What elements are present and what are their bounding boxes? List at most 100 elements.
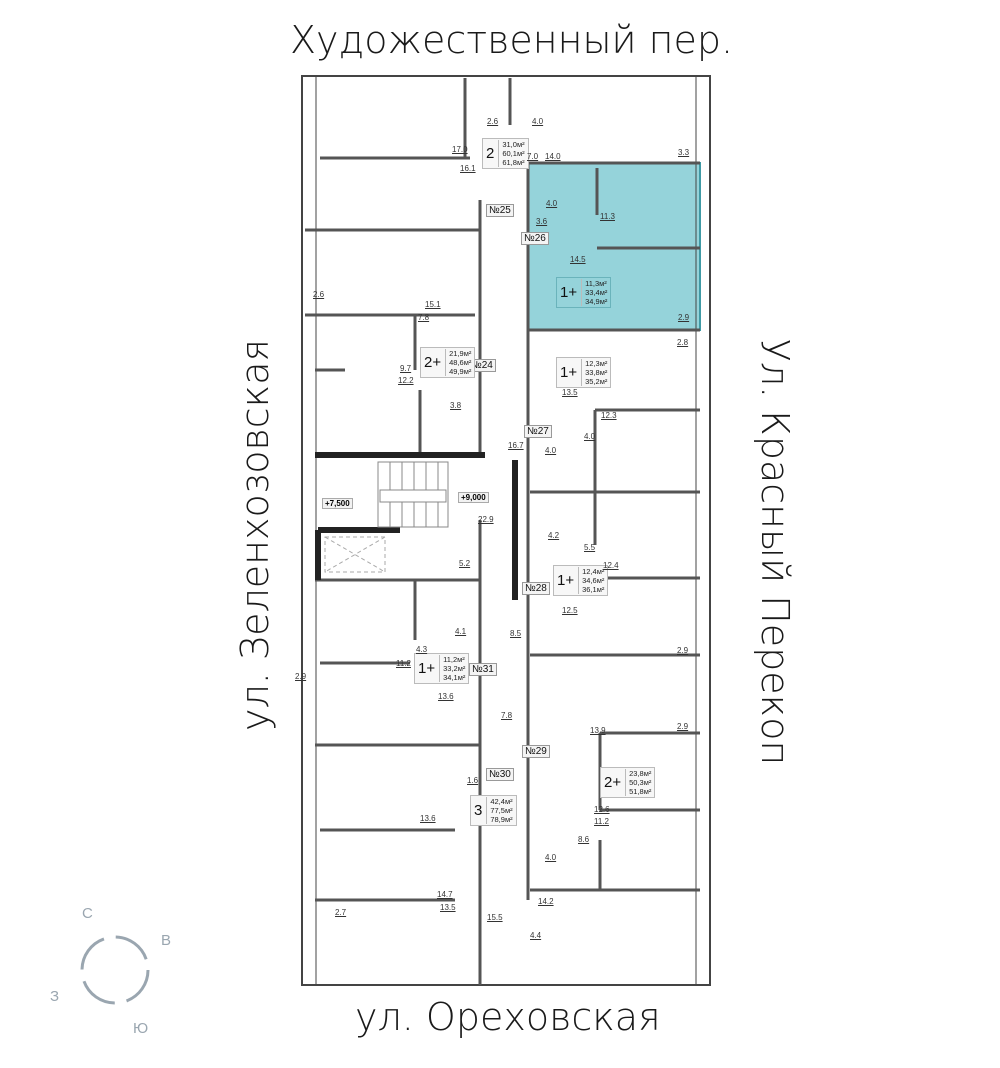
room-size: 13.5 xyxy=(562,388,578,397)
room-size: 7.8 xyxy=(501,711,513,720)
living-area: 12,3м² xyxy=(585,359,608,368)
room-count: 2 xyxy=(486,145,495,162)
total-area: 33,2м² xyxy=(443,664,466,673)
room-size: 2.9 xyxy=(677,722,689,731)
room-size: 2.7 xyxy=(335,908,347,917)
room-size: 2.8 xyxy=(677,338,689,347)
compass-west: З xyxy=(50,988,60,1005)
room-size: 4.0 xyxy=(545,853,557,862)
room-size: 4.4 xyxy=(530,931,542,940)
room-size: 7.8 xyxy=(418,313,430,322)
living-area: 42,4м² xyxy=(490,797,513,806)
room-size: 11.3 xyxy=(600,212,615,221)
room-count: 2+ xyxy=(604,774,622,791)
living-area: 23,8м² xyxy=(629,769,652,778)
living-area: 11,2м² xyxy=(443,655,465,664)
room-size: 16.7 xyxy=(508,441,524,450)
room-size: 8.5 xyxy=(510,629,522,638)
apartment-number: №27 xyxy=(524,425,552,438)
room-size: 12.2 xyxy=(398,376,414,385)
total-area: 50,3м² xyxy=(629,778,652,787)
total-area: 77,5м² xyxy=(490,806,513,815)
level-mark: +9,000 xyxy=(458,492,489,503)
room-size: 12.3 xyxy=(601,411,617,420)
room-size: 13.5 xyxy=(440,903,456,912)
total-area-balcony: 51,8м² xyxy=(629,787,652,796)
room-count: 3 xyxy=(474,802,483,819)
total-area-balcony: 78,9м² xyxy=(490,815,513,824)
elevator-shaft xyxy=(324,536,386,573)
room-size: 5.5 xyxy=(584,543,596,552)
room-size: 12.6 xyxy=(594,805,610,814)
room-size: 11.2 xyxy=(594,817,609,826)
compass-south: Ю xyxy=(133,1020,149,1037)
room-size: 11.2 xyxy=(396,659,411,668)
apartment-number: №25 xyxy=(486,204,514,217)
room-count: 1+ xyxy=(560,364,578,381)
room-size: 14.5 xyxy=(570,255,586,264)
room-size: 5.2 xyxy=(459,559,471,568)
room-size: 13.9 xyxy=(590,726,606,735)
room-size: 3.3 xyxy=(678,148,690,157)
room-size: 1.6 xyxy=(467,776,479,785)
room-size: 2.9 xyxy=(678,313,690,322)
total-area: 34,6м² xyxy=(582,576,605,585)
room-size: 8.6 xyxy=(578,835,590,844)
total-area: 33,4м² xyxy=(585,288,608,297)
room-size: 3.8 xyxy=(450,401,462,410)
room-size: 13.6 xyxy=(438,692,454,701)
level-mark: +7,500 xyxy=(322,498,353,509)
living-area: 31,0м² xyxy=(502,140,525,149)
room-size: 4.0 xyxy=(532,117,544,126)
room-count: 1+ xyxy=(560,284,578,301)
room-size: 9.7 xyxy=(400,364,412,373)
room-size: 15.1 xyxy=(425,300,441,309)
room-count: 2+ xyxy=(424,354,442,371)
room-size: 13.6 xyxy=(420,814,436,823)
room-count: 1+ xyxy=(418,660,436,677)
room-size: 17.0 xyxy=(452,145,468,154)
street-bottom: ул. Ореховская xyxy=(355,995,661,1039)
apartment-number: №29 xyxy=(522,745,550,758)
room-size: 12.5 xyxy=(562,606,578,615)
total-area-balcony: 34,9м² xyxy=(585,297,608,306)
room-size: 4.0 xyxy=(545,446,557,455)
room-size: 12.4 xyxy=(603,561,619,570)
street-top: Художественный пер. xyxy=(290,18,734,62)
room-size: 2.6 xyxy=(487,117,499,126)
total-area: 60,1м² xyxy=(502,149,525,158)
apartment-number: №31 xyxy=(469,663,497,676)
total-area-balcony: 36,1м² xyxy=(582,585,605,594)
total-area-balcony: 49,9м² xyxy=(449,367,472,376)
room-size: 16.1 xyxy=(460,164,476,173)
room-size: 4.3 xyxy=(416,645,428,654)
room-size: 4.0 xyxy=(546,199,558,208)
room-size: 3.6 xyxy=(536,217,548,226)
room-size: 14.7 xyxy=(437,890,453,899)
room-size: 4.2 xyxy=(548,531,560,540)
living-area: 11,3м² xyxy=(585,279,607,288)
total-area: 33,8м² xyxy=(585,368,608,377)
room-count: 1+ xyxy=(557,572,575,589)
total-area-balcony: 61,8м² xyxy=(502,158,525,167)
room-size: 14.0 xyxy=(545,152,561,161)
room-size: 14.2 xyxy=(538,897,554,906)
compass-icon xyxy=(80,935,150,1005)
room-size: 22.9 xyxy=(478,515,494,524)
room-size: 2.9 xyxy=(295,672,307,681)
compass-north: С xyxy=(82,905,93,922)
total-area: 48,6м² xyxy=(449,358,472,367)
room-size: 2.6 xyxy=(313,290,325,299)
compass-east: В xyxy=(161,932,172,949)
apartment-number: №26 xyxy=(521,232,549,245)
stairs xyxy=(377,461,449,528)
